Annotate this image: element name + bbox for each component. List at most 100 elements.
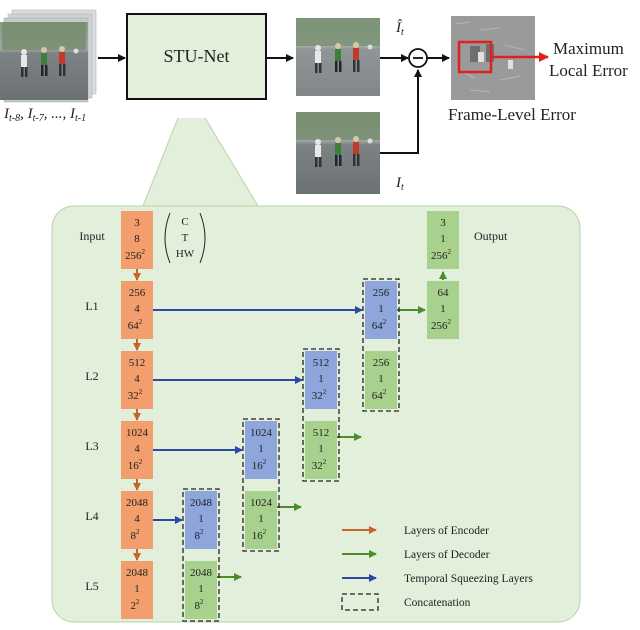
squeeze-block-2: 1024 1 162 [245, 421, 277, 479]
target-frame-image [296, 112, 380, 194]
encoder-block-2: 512 4 322 [121, 351, 153, 409]
encoder-block-2-channels: 512 [129, 357, 146, 369]
squeeze-block-1: 512 1 322 [305, 351, 337, 409]
encoder-block-1-channels: 256 [129, 287, 146, 299]
decoder-block-5: 3 1 2562 [427, 211, 459, 269]
legend-label-0: Layers of Encoder [404, 525, 489, 537]
squeeze-block-1-channels: 512 [313, 357, 330, 369]
decoder-block-4-channels: 64 [438, 287, 450, 299]
dim-legend-c: C [181, 216, 188, 228]
encoder-block-4-spatial: 82 [131, 528, 141, 542]
concat-box-1 [302, 348, 340, 482]
decoder-block-3-spatial: 642 [372, 388, 387, 402]
encoder-block-2-time: 4 [134, 373, 140, 385]
row-label-input: Input [79, 229, 105, 243]
encoder-block-2-spatial: 322 [128, 388, 143, 402]
decoder-block-5-spatial: 2562 [431, 248, 452, 262]
squeeze-block-2-spatial: 162 [252, 458, 267, 472]
callout-connector [142, 117, 259, 207]
decoder-block-4-spatial: 2562 [431, 318, 452, 332]
decoder-block-4: 64 1 2562 [427, 281, 459, 339]
dimension-legend: C T HW [164, 212, 206, 264]
concat-box-2 [242, 418, 280, 552]
decoder-block-2: 512 1 322 [305, 421, 337, 479]
squeeze-block-0: 256 1 642 [365, 281, 397, 339]
output-label: Output [474, 229, 508, 243]
squeeze-block-0-spatial: 642 [372, 318, 387, 332]
squeeze-block-1-spatial: 322 [312, 388, 327, 402]
input-frames-label: It-8, It-7, ..., It-1 [3, 106, 86, 124]
stu-net-label: STU-Net [164, 46, 230, 66]
decoder-block-4-time: 1 [440, 303, 446, 315]
predicted-frame-label: Ît [395, 19, 404, 38]
concat-box-0 [362, 278, 400, 412]
legend-label-3: Concatenation [404, 597, 471, 609]
encoder-block-5-spatial: 22 [131, 598, 141, 612]
encoder-block-0: 3 8 2562 [121, 211, 153, 269]
stu-net-block: STU-Net [126, 13, 267, 100]
max-error-line2: Local Error [549, 61, 628, 80]
encoder-block-5: 2048 1 22 [121, 561, 153, 619]
decoder-block-3-time: 1 [378, 373, 384, 385]
encoder-block-3-time: 4 [134, 443, 140, 455]
decoder-block-0-spatial: 82 [195, 598, 205, 612]
row-label-l3: L3 [85, 439, 98, 453]
decoder-block-3-channels: 256 [373, 357, 390, 369]
squeeze-block-3-spatial: 82 [195, 528, 205, 542]
dim-legend-hw: HW [176, 248, 195, 260]
subtract-node [408, 48, 428, 68]
squeeze-block-1-time: 1 [318, 373, 324, 385]
squeeze-block-3-channels: 2048 [190, 497, 213, 509]
encoder-block-3: 1024 4 162 [121, 421, 153, 479]
decoder-block-5-channels: 3 [440, 217, 446, 229]
arrow-target-to-minus [380, 69, 422, 154]
squeeze-block-3-time: 1 [198, 513, 204, 525]
dim-legend-t: T [182, 232, 189, 244]
error-map-caption: Frame-Level Error [448, 105, 576, 124]
decoder-block-1-spatial: 162 [252, 528, 267, 542]
squeeze-block-2-channels: 1024 [250, 427, 273, 439]
encoder-block-5-time: 1 [134, 583, 140, 595]
encoder-block-0-time: 8 [134, 233, 140, 245]
squeeze-block-0-time: 1 [378, 303, 384, 315]
squeeze-block-0-channels: 256 [373, 287, 390, 299]
decoder-block-2-time: 1 [318, 443, 324, 455]
encoder-block-4: 2048 4 82 [121, 491, 153, 549]
decoder-block-2-channels: 512 [313, 427, 330, 439]
legend-swatch-3 [341, 593, 379, 611]
decoder-block-5-time: 1 [440, 233, 446, 245]
encoder-block-0-channels: 3 [134, 217, 140, 229]
squeeze-block-3: 2048 1 82 [185, 491, 217, 549]
row-label-l4: L4 [85, 509, 98, 523]
encoder-block-4-channels: 2048 [126, 497, 149, 509]
encoder-block-4-time: 4 [134, 513, 140, 525]
row-label-l5: L5 [85, 579, 98, 593]
legend-label-1: Layers of Decoder [404, 549, 490, 561]
encoder-block-0-spatial: 2562 [125, 248, 146, 262]
decoder-block-0: 2048 1 82 [185, 561, 217, 619]
predicted-frame-image [296, 18, 380, 96]
encoder-block-1-spatial: 642 [128, 318, 143, 332]
decoder-block-1: 1024 1 162 [245, 491, 277, 549]
decoder-block-0-channels: 2048 [190, 567, 213, 579]
decoder-block-2-spatial: 322 [312, 458, 327, 472]
decoder-block-1-time: 1 [258, 513, 264, 525]
encoder-block-5-channels: 2048 [126, 567, 149, 579]
squeeze-block-2-time: 1 [258, 443, 264, 455]
decoder-block-3: 256 1 642 [365, 351, 397, 409]
target-frame-label: It [395, 175, 404, 193]
decoder-block-0-time: 1 [198, 583, 204, 595]
input-frame-image [0, 22, 88, 100]
max-error-line1: Maximum [553, 39, 624, 58]
decoder-block-1-channels: 1024 [250, 497, 273, 509]
encoder-block-3-channels: 1024 [126, 427, 149, 439]
row-label-l1: L1 [85, 299, 98, 313]
concat-box-3 [182, 488, 220, 622]
input-frame-stack [0, 9, 97, 103]
legend-label-2: Temporal Squeezing Layers [404, 573, 533, 585]
encoder-block-3-spatial: 162 [128, 458, 143, 472]
row-label-l2: L2 [85, 369, 98, 383]
